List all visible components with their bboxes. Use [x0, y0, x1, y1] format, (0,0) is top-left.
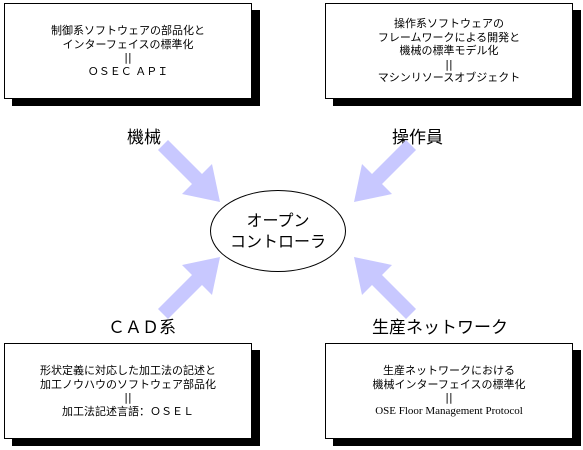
- box-line: ＯＳＥＣ ＡＰＩ: [87, 64, 169, 78]
- arrow-shape: [158, 140, 220, 202]
- box-line: 機械の標準モデル化: [399, 44, 499, 58]
- box-machine-resource-object: 操作系ソフトウェアの フレームワークによる開発と 機械の標準モデル化 || マシ…: [325, 3, 573, 99]
- box-line: ||: [445, 391, 453, 404]
- box-line: 形状定義に対応した加工法の記述と: [40, 364, 216, 377]
- label-machine: 機械: [127, 128, 161, 148]
- box-line: ||: [124, 51, 132, 64]
- box-line: 加工ノウハウのソフトウェア部品化: [40, 377, 216, 391]
- center-line: コントローラ: [229, 232, 326, 251]
- box-line: OSE Floor Management Protocol: [375, 404, 523, 417]
- arrow-from-production-network: [354, 257, 416, 319]
- label-cad: ＣＡＤ系: [108, 318, 176, 338]
- arrow-from-operator: [354, 140, 416, 202]
- box-line: インターフェイスの標準化: [62, 37, 194, 51]
- box-line: 機械インターフェイスの標準化: [372, 377, 526, 391]
- box-line: ||: [445, 57, 453, 71]
- arrow-from-machine: [158, 140, 220, 202]
- box-line: ||: [124, 391, 132, 404]
- box-osec-api: 制御系ソフトウェアの部品化と インターフェイスの標準化 || ＯＳＥＣ ＡＰＩ: [4, 3, 252, 99]
- label-production-network: 生産ネットワーク: [372, 318, 508, 338]
- arrow-shape: [354, 140, 416, 202]
- box-osel: 形状定義に対応した加工法の記述と 加工ノウハウのソフトウェア部品化 || 加工法…: [4, 343, 252, 439]
- arrow-from-cad: [158, 257, 220, 319]
- open-controller-ellipse: オープン コントローラ: [210, 190, 346, 272]
- arrow-shape: [354, 257, 416, 319]
- box-line: マシンリソースオブジェクト: [377, 71, 521, 85]
- arrow-shape: [158, 257, 220, 319]
- center-line: オープン: [246, 211, 310, 230]
- box-line: 加工法記述言語：ＯＳＥＬ: [62, 404, 194, 418]
- box-line: 操作系ソフトウェアの: [394, 17, 504, 31]
- box-line: 制御系ソフトウェアの部品化と: [51, 24, 205, 37]
- box-line: フレームワークによる開発と: [377, 30, 521, 44]
- box-ose-floor-management-protocol: 生産ネットワークにおける 機械インターフェイスの標準化 || OSE Floor…: [325, 343, 573, 439]
- box-line: 生産ネットワークにおける: [383, 364, 515, 377]
